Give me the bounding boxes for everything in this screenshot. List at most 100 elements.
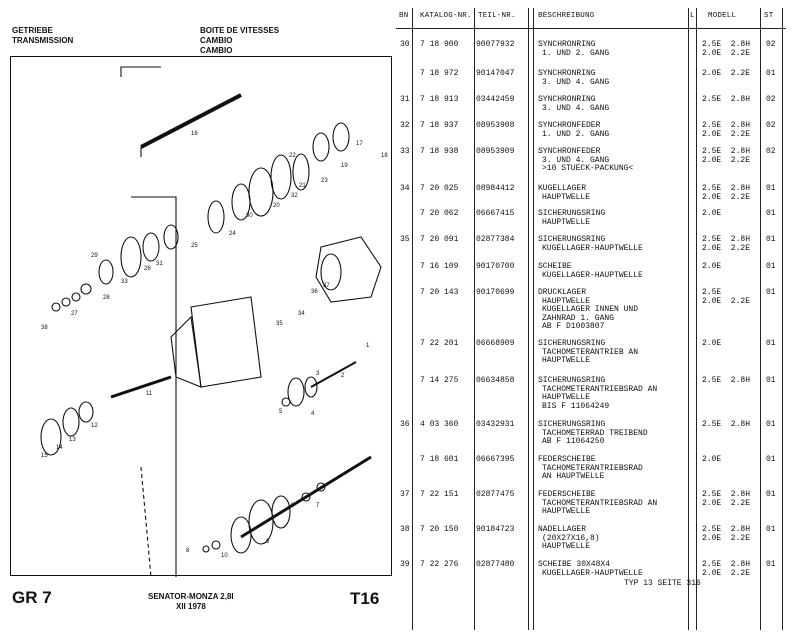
title-right-line: CAMBIO (200, 36, 233, 45)
cell-modell: 2.0E 2.2E (702, 69, 751, 78)
svg-text:23: 23 (321, 178, 328, 184)
cell-beschreibung: AB F 11064250 (542, 437, 605, 446)
cell-st: 01 (766, 339, 776, 348)
cell-modell: 2.5E 2.8H (702, 121, 751, 130)
svg-text:5: 5 (279, 409, 283, 415)
title-left-line: GETRIEBE (12, 26, 53, 35)
cell-modell: 2.5E 2.8H (702, 420, 751, 429)
cell-katalog: 7 18 913 (420, 95, 459, 104)
cell-beschreibung: NADELLAGER (538, 525, 587, 534)
cell-beschreibung: 3. UND 4. GANG (542, 77, 610, 87)
cell-beschreibung: FEDERSCHEIBE (538, 490, 596, 499)
cell-teil: 08984412 (476, 184, 515, 193)
svg-text:30: 30 (246, 213, 253, 219)
cell-st: 01 (766, 525, 776, 534)
cell-katalog: 4 03 360 (420, 420, 459, 429)
cell-modell: 2.0E 2.2E (702, 155, 751, 165)
svg-text:33: 33 (121, 279, 128, 285)
cell-teil: 06667415 (476, 209, 515, 218)
cell-beschreibung: 1. UND 2. GANG (542, 48, 610, 58)
svg-text:21: 21 (299, 183, 306, 189)
svg-text:32: 32 (291, 193, 298, 199)
cell-st: 01 (766, 262, 776, 271)
svg-text:25: 25 (191, 243, 198, 249)
svg-text:28: 28 (103, 295, 110, 301)
column-divider (474, 8, 475, 630)
cell-katalog: 7 16 109 (420, 262, 459, 271)
header-rule (396, 28, 786, 29)
cell-bn: 33 (400, 147, 410, 156)
svg-text:14: 14 (56, 445, 63, 451)
cell-beschreibung: AN HAUPTWELLE (542, 472, 605, 481)
cell-katalog: 7 22 276 (420, 560, 459, 569)
footer-date: XII 1978 (176, 602, 206, 611)
svg-text:22: 22 (289, 153, 296, 159)
cell-beschreibung: SICHERUNGSRING (538, 209, 606, 218)
cell-st: 01 (766, 455, 776, 464)
cell-beschreibung: SCHEIBE 30X48X4 (538, 560, 611, 569)
drawing-panel: GETRIEBE TRANSMISSION BOITE DE VITESSES … (0, 0, 396, 636)
cell-modell: 2.5E 2.8H (702, 525, 751, 534)
cell-modell: 2.5E 2.8H (702, 184, 751, 193)
column-divider (696, 8, 697, 630)
cell-beschreibung: TACHOMETERANTRIEBSRAD AN (542, 384, 658, 394)
cell-bn: 35 (400, 235, 410, 244)
svg-text:24: 24 (229, 231, 236, 237)
col-header-modell: MODELL (708, 12, 737, 20)
svg-text:38: 38 (41, 325, 48, 331)
cell-st: 01 (766, 184, 776, 193)
cell-katalog: 7 20 025 (420, 184, 459, 193)
cell-beschreibung: SYNCHRONRING (538, 69, 596, 78)
cell-teil: 90077932 (476, 40, 515, 49)
column-divider (412, 8, 413, 630)
cell-teil: 06634858 (476, 376, 515, 385)
cell-bn: 30 (400, 40, 410, 49)
cell-modell: 2.0E 2.2E (702, 568, 751, 578)
cell-beschreibung: KUGELLAGER-HAUPTWELLE (542, 270, 643, 280)
cell-beschreibung: HAUPTWELLE (542, 393, 591, 402)
cell-st: 01 (766, 209, 776, 218)
cell-beschreibung: SYNCHRONFEDER (538, 147, 601, 156)
cell-beschreibung: SICHERUNGSRING (538, 420, 606, 429)
cell-modell: 2.0E (702, 262, 722, 271)
col-header-st: ST (764, 12, 774, 20)
cell-beschreibung: HAUPTWELLE (542, 296, 591, 306)
col-header-katalog: KATALOG-NR. (420, 12, 472, 20)
svg-text:13: 13 (69, 437, 76, 443)
cell-beschreibung: AB F D1003807 (542, 322, 605, 331)
cell-modell: 2.5E 2.8H (702, 560, 751, 569)
cell-beschreibung: SICHERUNGSRING (538, 235, 606, 244)
cell-beschreibung: >10 STUECK-PACKUNG< (542, 164, 634, 173)
cell-modell: 2.5E 2.8H (702, 147, 751, 156)
col-header-bn: BN (399, 12, 409, 20)
cell-beschreibung: FEDERSCHEIBE (538, 455, 596, 464)
parts-table: BN KATALOG-NR. TEIL-NR. BESCHREIBUNG L M… (396, 0, 800, 636)
cell-modell: 2.5E 2.8H (702, 235, 751, 244)
cell-modell: 2.5E 2.8H (702, 40, 751, 49)
cell-teil: 02877480 (476, 560, 515, 569)
svg-text:36: 36 (311, 289, 318, 295)
cell-teil: 90184723 (476, 525, 515, 534)
cell-teil: 90170699 (476, 288, 515, 297)
cell-modell: 2.0E 2.2E (702, 533, 751, 543)
svg-text:19: 19 (341, 163, 348, 169)
cell-beschreibung: SCHEIBE (538, 262, 572, 271)
cell-beschreibung: TACHOMETERRAD TREIBEND (542, 428, 648, 438)
cell-bn: 36 (400, 420, 410, 429)
cell-modell: 2.0E 2.2E (702, 129, 751, 139)
cell-beschreibung: SICHERUNGSRING (538, 339, 606, 348)
cell-beschreibung: SYNCHRONFEDER (538, 121, 601, 130)
cell-beschreibung: HAUPTWELLE (542, 507, 591, 516)
cell-beschreibung: (20X27X16,8) (542, 533, 600, 543)
cell-katalog: 7 22 151 (420, 490, 459, 499)
title-left: GETRIEBE TRANSMISSION (12, 26, 73, 46)
continuation-note: TYP 13 SEITE 316 (624, 579, 701, 588)
cell-katalog: 7 18 900 (420, 40, 459, 49)
cell-st: 01 (766, 560, 776, 569)
cell-bn: 31 (400, 95, 410, 104)
cell-teil: 06668909 (476, 339, 515, 348)
cell-beschreibung: KUGELLAGER (538, 184, 587, 193)
cell-st: 01 (766, 235, 776, 244)
cell-teil: 02877384 (476, 235, 515, 244)
